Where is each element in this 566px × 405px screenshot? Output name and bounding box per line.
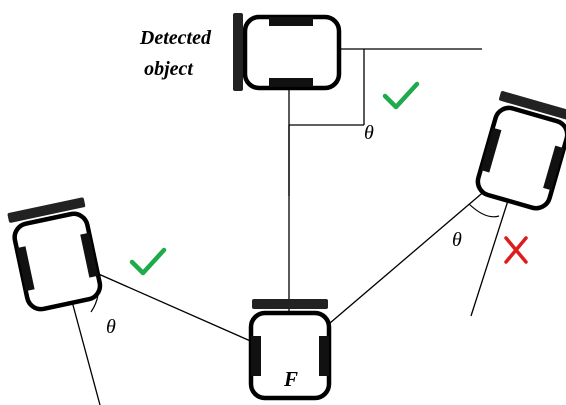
robot-bumper (499, 91, 566, 122)
robot-wheel (251, 336, 261, 376)
observer-robot (248, 299, 332, 401)
right-angle-arc (468, 203, 500, 218)
robot-wheel (269, 78, 313, 87)
theta-label-right: θ (452, 229, 462, 251)
right-robot (475, 91, 566, 211)
theta-label-top: θ (364, 122, 374, 144)
detected-object-label-line2: object (144, 58, 194, 80)
cross-mark-icon (504, 236, 528, 264)
focal-point-label: F (283, 367, 298, 391)
robot-wheel (16, 246, 35, 292)
detected-object-robot (233, 13, 342, 91)
robot-bumper (233, 13, 243, 91)
robot-wheel (480, 127, 502, 173)
robot-bumper (252, 299, 328, 309)
detected-object-label-line1: Detected (139, 27, 212, 49)
left-robot (7, 197, 103, 312)
robot-bumper (7, 197, 86, 223)
check-mark-icon (382, 81, 420, 110)
robot-wheel (269, 17, 313, 26)
robot-wheel (543, 145, 564, 191)
check-mark-icon (129, 247, 167, 276)
theta-label-left: θ (106, 316, 116, 338)
robot-wheel (80, 232, 99, 278)
robot-wheel (319, 336, 329, 376)
